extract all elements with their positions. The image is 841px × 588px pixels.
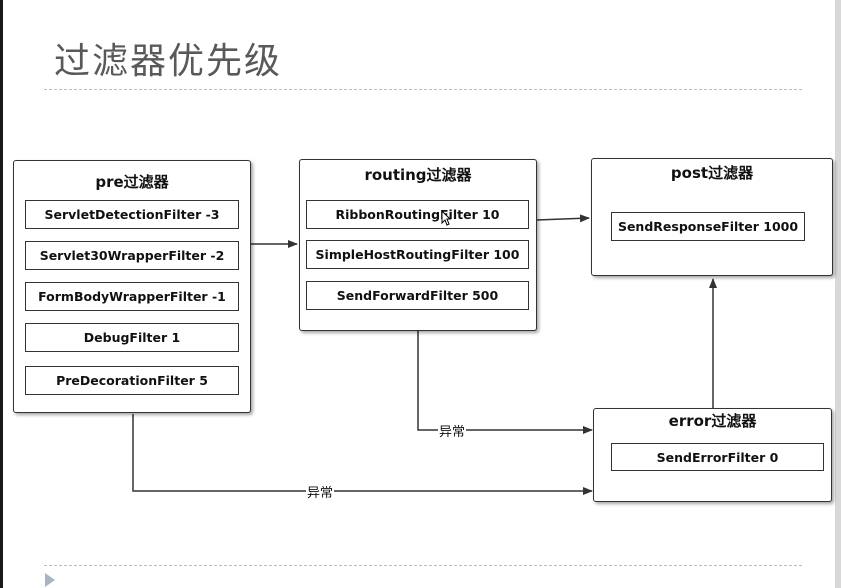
filter-ribbon-routing: RibbonRoutingFilter 10: [306, 200, 529, 229]
error-filter-group: error过滤器 SendErrorFilter 0: [593, 408, 832, 502]
filter-debug: DebugFilter 1: [25, 323, 239, 352]
filter-servlet30-wrapper: Servlet30WrapperFilter -2: [25, 241, 239, 270]
filter-send-forward: SendForwardFilter 500: [306, 281, 529, 310]
filter-simple-host-routing: SimpleHostRoutingFilter 100: [306, 240, 529, 269]
filter-pre-decoration: PreDecorationFilter 5: [25, 366, 239, 395]
arrow-pre-to-error: [132, 414, 593, 495]
filter-send-response: SendResponseFilter 1000: [611, 212, 805, 241]
error-group-label: error过滤器: [668, 412, 757, 430]
slide-title: 过滤器优先级: [54, 41, 283, 82]
filter-form-body-wrapper: FormBodyWrapperFilter -1: [25, 282, 239, 311]
mouse-cursor-icon: [441, 210, 451, 226]
title-divider: [44, 89, 802, 90]
footer-divider: [44, 565, 802, 566]
routing-filter-group: routing过滤器 RibbonRoutingFilter 10 Simple…: [299, 159, 537, 331]
exception-label-pre: 异常: [306, 482, 335, 501]
arrow-routing-to-error: [417, 331, 593, 434]
pre-filter-group: pre过滤器 ServletDetectionFilter -3 Servlet…: [13, 160, 251, 413]
pre-group-label: pre过滤器: [95, 173, 169, 191]
play-triangle-icon: [45, 573, 55, 587]
filter-send-error: SendErrorFilter 0: [611, 443, 824, 471]
post-filter-group: post过滤器 SendResponseFilter 1000: [591, 158, 833, 276]
right-edge-bar: [835, 0, 841, 588]
routing-group-label: routing过滤器: [364, 166, 472, 184]
filter-servlet-detection: ServletDetectionFilter -3: [25, 200, 239, 229]
arrow-routing-to-post: [536, 214, 590, 223]
left-edge-bar: [0, 0, 3, 588]
exception-label-routing: 异常: [438, 421, 467, 440]
post-group-label: post过滤器: [670, 164, 754, 182]
